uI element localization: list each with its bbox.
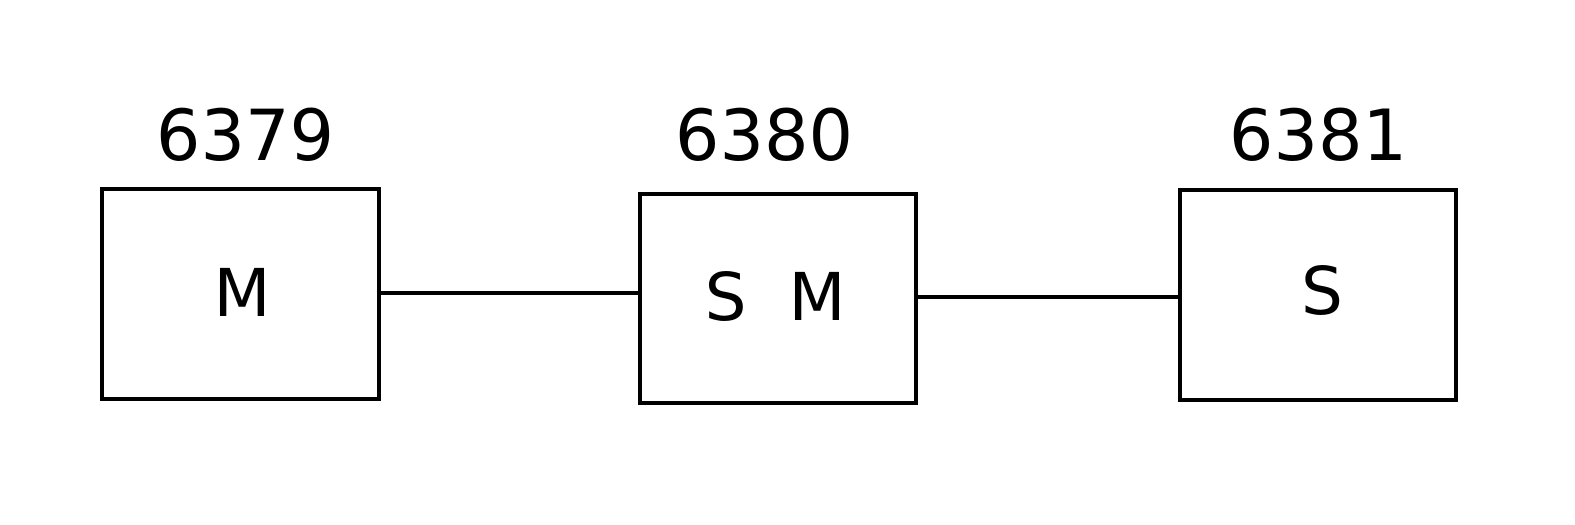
- node-box: [638, 192, 918, 405]
- node-6381: 6381 S: [1178, 95, 1458, 402]
- node-box: [1178, 188, 1458, 402]
- node-6379: 6379 M: [100, 95, 381, 401]
- node-role-label: S M: [705, 259, 846, 336]
- node-port-label: 6381: [1229, 95, 1407, 177]
- node-port-label: 6380: [675, 95, 853, 177]
- node-6380: 6380 S M: [638, 95, 918, 405]
- node-role-label: M: [214, 255, 271, 332]
- node-role-label: S: [1301, 253, 1343, 330]
- node-port-label: 6379: [156, 95, 334, 177]
- node-box: [100, 187, 381, 401]
